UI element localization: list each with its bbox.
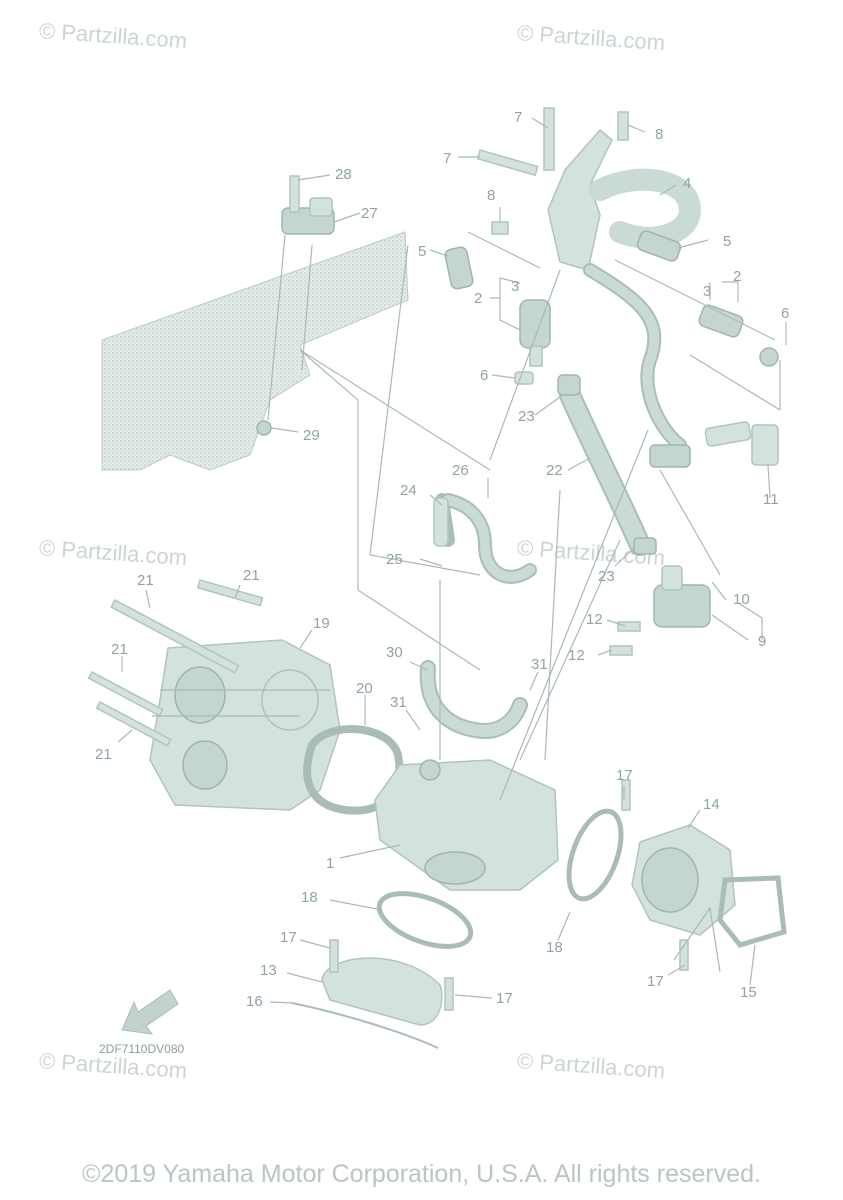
callout-31: 31 — [390, 694, 407, 711]
callout-18: 18 — [546, 939, 563, 956]
callout-23: 23 — [598, 568, 615, 585]
fuel-rail-4 — [444, 128, 702, 290]
callout-28: 28 — [335, 166, 352, 183]
fuel-hose-22 — [557, 374, 657, 556]
callout-11: 11 — [763, 491, 779, 508]
callout-25: 25 — [386, 551, 403, 568]
callout-13: 13 — [260, 962, 277, 979]
callout-21: 21 — [111, 641, 128, 658]
frame-section — [101, 231, 409, 471]
callout-26: 26 — [452, 462, 469, 479]
callout-24: 24 — [400, 482, 417, 499]
callout-labels: 1 2 2 3 3 4 5 5 6 6 7 7 8 8 9 10 11 12 1… — [95, 109, 789, 1010]
callout-27: 27 — [361, 205, 378, 222]
callout-3: 3 — [703, 283, 711, 300]
regulator-9 — [609, 565, 711, 656]
callout-2: 2 — [733, 268, 741, 285]
callout-23: 23 — [518, 408, 535, 425]
callout-17: 17 — [280, 929, 297, 946]
callout-29: 29 — [303, 427, 320, 444]
diagram-code: 2DF7110DV080 — [99, 1042, 185, 1056]
callout-5: 5 — [723, 233, 731, 250]
callout-31: 31 — [531, 656, 548, 673]
callout-12: 12 — [586, 611, 603, 628]
hose-24 — [433, 493, 537, 584]
bolts-7-8 — [476, 107, 629, 235]
callout-12: 12 — [568, 647, 585, 664]
callout-7: 7 — [514, 109, 522, 126]
callout-2: 2 — [474, 290, 482, 307]
front-direction-arrow — [121, 989, 179, 1035]
callout-21: 21 — [137, 572, 154, 589]
callout-21: 21 — [243, 567, 260, 584]
callout-17: 17 — [496, 990, 513, 1007]
callout-8: 8 — [655, 126, 663, 143]
callout-21: 21 — [95, 746, 112, 763]
callout-18: 18 — [301, 889, 318, 906]
callout-17: 17 — [647, 973, 664, 990]
joint-13 — [291, 779, 689, 1049]
cylinder-head-19 — [87, 579, 341, 811]
callout-3: 3 — [511, 278, 519, 295]
throttle-body-1 — [374, 759, 559, 891]
clamp-18 — [376, 808, 624, 949]
callout-6: 6 — [781, 305, 789, 322]
callout-15: 15 — [740, 984, 757, 1001]
callout-14: 14 — [703, 796, 720, 813]
callout-6: 6 — [480, 367, 488, 384]
callout-10: 10 — [733, 591, 750, 608]
callout-20: 20 — [356, 680, 373, 697]
sensor-27 — [256, 175, 335, 436]
callout-30: 30 — [386, 644, 403, 661]
hose-30 — [419, 660, 528, 739]
callout-5: 5 — [418, 243, 426, 260]
callout-8: 8 — [487, 187, 495, 204]
callout-4: 4 — [683, 175, 691, 192]
callout-1: 1 — [326, 855, 334, 872]
callout-19: 19 — [313, 615, 330, 632]
callout-7: 7 — [443, 150, 451, 167]
leader-lines — [117, 117, 787, 1004]
callout-22: 22 — [546, 462, 563, 479]
callout-9: 9 — [758, 633, 766, 650]
fuel-pipe — [583, 263, 779, 468]
copyright-notice: ©2019 Yamaha Motor Corporation, U.S.A. A… — [82, 1160, 761, 1188]
joint-14 — [631, 824, 787, 948]
callout-17: 17 — [616, 767, 633, 784]
callout-16: 16 — [246, 993, 263, 1010]
